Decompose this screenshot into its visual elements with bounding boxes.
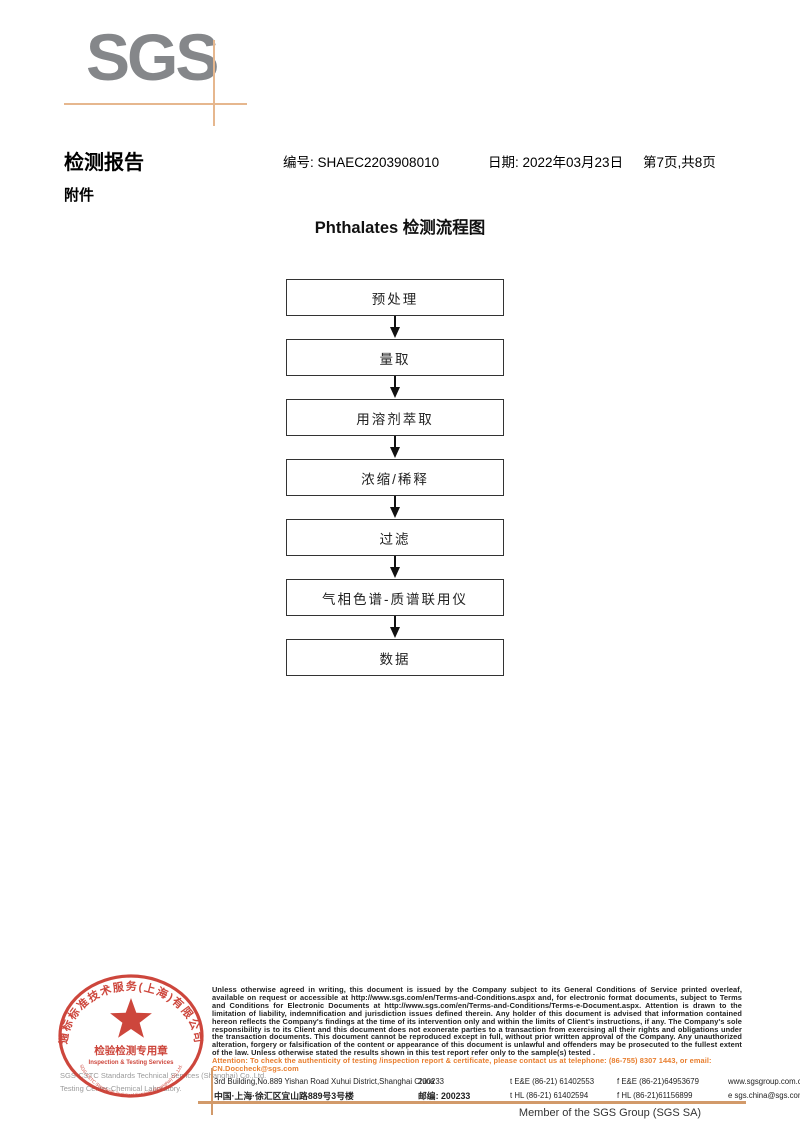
sgs-group-member-text: Member of the SGS Group (SGS SA): [518, 1107, 702, 1119]
page-indicator: 第7页,共8页: [643, 155, 716, 170]
down-arrow-icon: [286, 316, 504, 339]
stamp-center-line2: Inspection & Testing Services: [89, 1060, 175, 1066]
address-row-en: 3rd Building,No.889 Yishan Road Xuhui Di…: [214, 1074, 800, 1088]
attention-notice: Attention: To check the authenticity of …: [212, 1056, 712, 1073]
stamp-arc-bottom-text: SGS-CSTC Standards Technical Services (S…: [79, 1064, 184, 1098]
down-arrow-icon: [286, 496, 504, 519]
lab-name-line1: SGS-CSTC Standards Technical Services (S…: [60, 1071, 267, 1080]
website: www.sgsgroup.com.cn: [728, 1076, 800, 1086]
down-arrow-icon: [286, 376, 504, 399]
address-block: 3rd Building,No.889 Yishan Road Xuhui Di…: [214, 1074, 800, 1102]
sgs-logo: SGS: [86, 20, 219, 94]
logo-vertical-line: [213, 40, 215, 126]
inspection-stamp-seal: 通标标准技术服务(上海)有限公司 检验检测专用章 Inspection & Te…: [57, 974, 204, 1098]
stamp-center-line1: 检验检测专用章: [94, 1044, 168, 1057]
flowchart-step-filter: 过滤: [286, 519, 504, 556]
fax-hl: f HL (86-21)61156899: [617, 1090, 693, 1100]
report-number: 编号: SHAEC2203908010: [283, 155, 440, 170]
stamp-star-icon: [110, 998, 152, 1038]
footer-vertical-line: [211, 1068, 213, 1115]
report-title: 检测报告: [64, 152, 144, 174]
flowchart-step-pretreatment: 预处理: [286, 279, 504, 316]
svg-text:SGS-CSTC Standards Technical S: SGS-CSTC Standards Technical Services (S…: [79, 1064, 184, 1098]
flowchart-step-data: 数据: [286, 639, 504, 676]
phone-hl: t HL (86-21) 61402594: [510, 1090, 589, 1100]
flowchart-step-measure: 量取: [286, 339, 504, 376]
footer-horizontal-line: [198, 1101, 746, 1104]
down-arrow-icon: [286, 436, 504, 459]
down-arrow-icon: [286, 556, 504, 579]
address-row-cn: 中国·上海·徐汇区宜山路889号3号楼 邮编: 200233 t HL (86-…: [214, 1088, 800, 1102]
fax-ee: f E&E (86-21)64953679: [617, 1076, 699, 1086]
flowchart-step-concentrate-dilute: 浓缩/稀释: [286, 459, 504, 496]
report-date: 日期: 2022年03月23日: [488, 155, 624, 170]
address-en: 3rd Building,No.889 Yishan Road Xuhui Di…: [214, 1076, 435, 1086]
phone-ee: t E&E (86-21) 61402553: [510, 1076, 595, 1086]
postal-code: 200233: [418, 1076, 445, 1086]
lab-name-line2: Testing Center-Chemical Laboratory.: [60, 1084, 182, 1093]
legal-disclaimer: Unless otherwise agreed in writing, this…: [212, 985, 742, 1058]
email: e sgs.china@sgs.com: [728, 1090, 800, 1100]
lab-name-lines: SGS-CSTC Standards Technical Services (S…: [60, 1069, 266, 1095]
flowchart-step-gcms: 气相色谱-质谱联用仪: [286, 579, 504, 616]
address-cn: 中国·上海·徐汇区宜山路889号3号楼: [214, 1090, 354, 1101]
flowchart-title: Phthalates 检测流程图: [314, 219, 486, 237]
attachment-label: 附件: [64, 187, 95, 204]
flowchart-step-solvent-extraction: 用溶剂萃取: [286, 399, 504, 436]
postal-code-cn: 邮编: 200233: [418, 1090, 471, 1101]
logo-horizontal-line: [64, 103, 247, 105]
flowchart: 预处理 量取 用溶剂萃取 浓缩/稀释 过滤 气相色谱-质谱联用仪 数据: [286, 279, 504, 676]
down-arrow-icon: [286, 616, 504, 639]
